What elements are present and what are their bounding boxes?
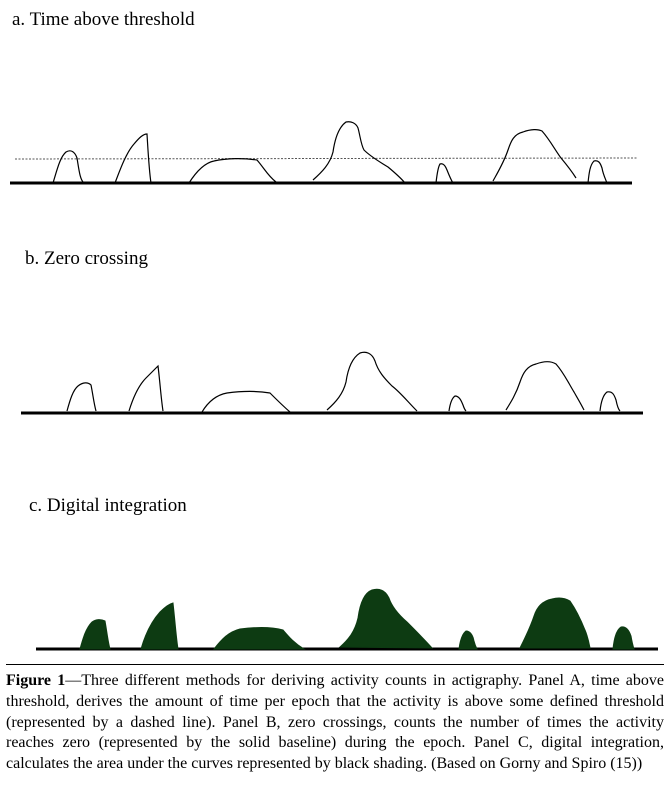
panel-c-area-6 — [519, 597, 591, 649]
caption-text: —Three different methods for deriving ac… — [6, 672, 665, 773]
panel-a-curve-5 — [435, 163, 454, 184]
panel-c-area-2 — [140, 602, 179, 650]
panel-b-diagram — [21, 351, 643, 415]
panel-c-label: c. Digital integration — [29, 495, 187, 516]
threshold-line — [14, 157, 638, 160]
panel-b-curve-5 — [448, 395, 467, 412]
panel-b-curve-7 — [599, 391, 621, 412]
panel-b-curve-6 — [505, 361, 585, 411]
panel-a-curve-2 — [114, 133, 152, 184]
panel-b-curve-1 — [66, 382, 97, 412]
panel-a-diagram — [10, 121, 638, 185]
caption-figure-label: Figure 1 — [6, 672, 66, 689]
panel-a-curve-7 — [587, 160, 608, 184]
panel-c-area-3 — [212, 627, 306, 650]
panel-a-curve-1 — [52, 150, 85, 184]
panel-c-area-7 — [612, 626, 635, 650]
panel-a-curve-3 — [188, 158, 277, 184]
panel-a-curve-4 — [312, 121, 406, 184]
panel-a-curve-6 — [492, 129, 577, 182]
panel-b-curve-3 — [201, 390, 291, 413]
diagram-canvas — [10, 121, 658, 651]
figure-caption: Figure 1—Three different methods for der… — [6, 664, 664, 775]
panel-b-curve-4 — [326, 351, 418, 412]
panel-a-label: a. Time above threshold — [12, 9, 195, 30]
panel-c-area-5 — [458, 630, 478, 650]
panel-b-label: b. Zero crossing — [25, 248, 148, 269]
panel-c-diagram — [36, 588, 658, 651]
panel-c-area-1 — [79, 619, 111, 650]
panel-c-area-4 — [338, 588, 434, 649]
panel-b-curve-2 — [128, 364, 164, 412]
